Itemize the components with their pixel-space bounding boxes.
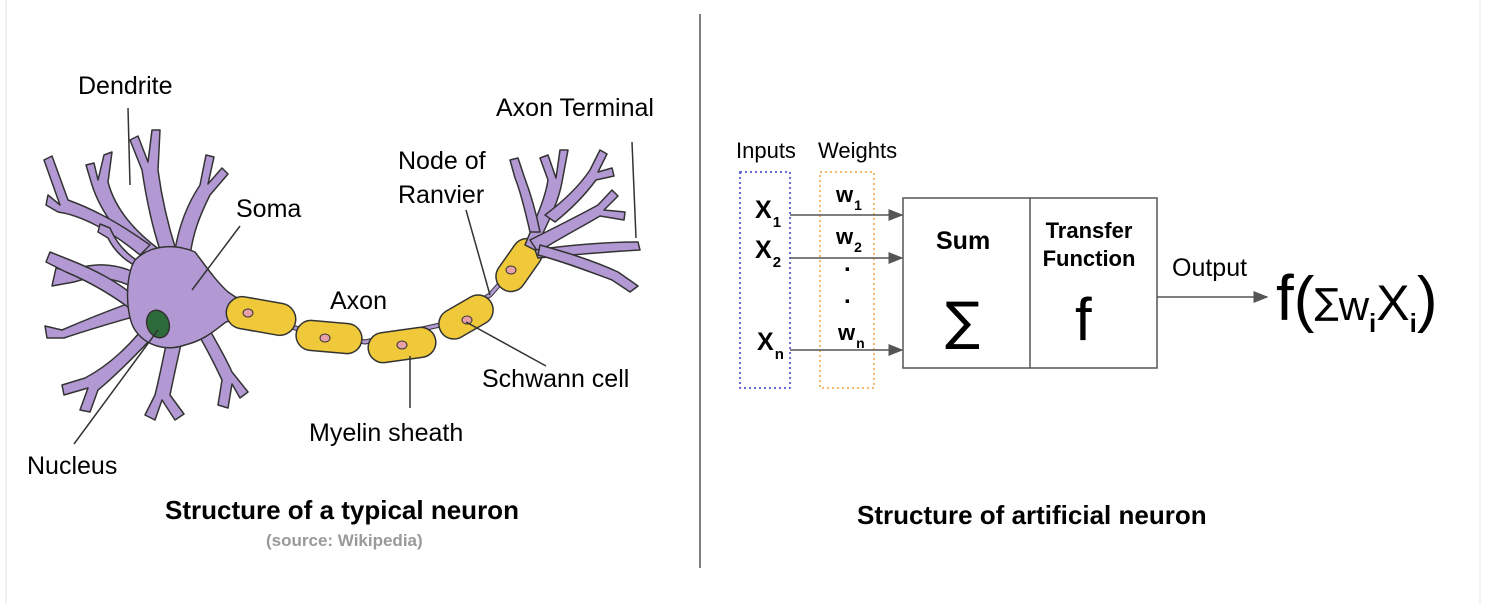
label-node-of-ranvier: Node of Ranvier [398,144,486,212]
formula-f: f [1276,262,1294,334]
inputs-header: Inputs [736,138,796,163]
schwann-nuclei [242,265,517,350]
weight-dot-1: . [844,250,851,277]
weights-box [819,171,875,389]
nucleus-shape [145,309,171,339]
formula-sigma: ∑ [1314,282,1339,323]
neuron-leader-lines [73,107,637,445]
input-x1: X1 [755,196,782,231]
caption-typical-neuron: Structure of a typical neuron [165,495,519,525]
weight-wn: wn [838,320,865,351]
label-axon-terminal: Axon Terminal [496,94,654,122]
weight-w1: w1 [836,182,862,213]
input-arrows [790,209,904,356]
weight-dot-2: . [844,282,851,309]
transfer-symbol: f [1075,286,1092,353]
weights-header: Weights [818,138,898,163]
input-x2: X2 [755,236,782,271]
soma-body [126,245,241,349]
transfer-function-label: Transfer Function [1034,217,1144,273]
output-formula: f(∑wiXi) [1276,265,1438,336]
formula-x: X [1376,275,1410,331]
neuron-illustration [43,129,641,421]
label-schwann-cell: Schwann cell [482,365,630,393]
axon-terminal-branches [509,149,641,293]
weight-w2: w2 [836,224,862,255]
neuron-dendrites [43,129,249,421]
formula-x-sub: i [1409,308,1417,338]
label-axon: Axon [330,287,387,315]
sum-label: Sum [936,227,991,255]
label-dendrite: Dendrite [78,72,173,100]
inputs-box [739,171,791,389]
sum-symbol: ∑ [945,292,981,352]
transfer-line2: Function [1042,246,1136,271]
label-soma: Soma [236,195,302,223]
formula-w: w [1338,282,1370,329]
output-label: Output [1172,254,1248,282]
formula-close-paren: ) [1416,265,1438,334]
label-node-of-ranvier-line2: Ranvier [398,181,485,209]
label-nucleus: Nucleus [27,452,118,480]
formula-w-sub: i [1369,308,1377,338]
transfer-line1: Transfer [1045,218,1133,243]
label-myelin-sheath: Myelin sheath [309,419,464,447]
formula-open-paren: ( [1293,265,1315,334]
label-node-of-ranvier-line1: Node of [398,147,486,175]
caption-source: (source: Wikipedia) [266,531,423,550]
input-xn: Xn [757,328,784,363]
caption-artificial-neuron: Structure of artificial neuron [857,500,1207,530]
